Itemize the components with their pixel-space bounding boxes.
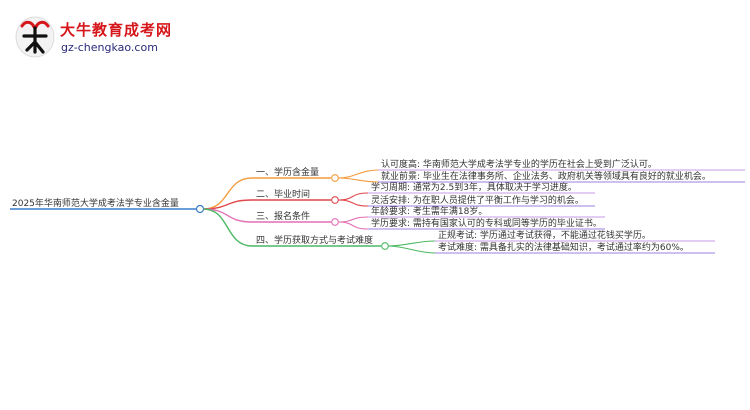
leaf-connector-2-2 bbox=[338, 199, 369, 207]
leaf-label-3-1: 年龄要求: 考生需年满18岁。 bbox=[371, 205, 487, 217]
root-node-label: 2025年华南师范大学成考法学专业含金量 bbox=[12, 197, 179, 209]
leaf-connector-1-1 bbox=[338, 169, 379, 179]
leaf-label-2-1: 学习周期: 通常为2.5到3年，具体取决于学习进度。 bbox=[371, 181, 577, 193]
leaf-connector-4-2 bbox=[388, 245, 436, 254]
branch-node-dot-1 bbox=[331, 174, 339, 182]
leaf-label-3-2: 学历要求: 需持有国家认可的专科或同等学历的毕业证书。 bbox=[371, 217, 602, 229]
logo: 大牛教育成考网 gz-chengkao.com bbox=[14, 14, 174, 60]
branch-label-4: 四、学历获取方式与考试难度 bbox=[256, 234, 373, 246]
leaf-label-4-1: 正规考试: 学历通过考试获得，不能通过花钱买学历。 bbox=[438, 229, 651, 241]
branch-label-3: 三、报名条件 bbox=[256, 210, 310, 222]
leaf-connector-4-1 bbox=[388, 240, 436, 247]
logo-title: 大牛教育成考网 bbox=[60, 21, 173, 39]
branch-node-dot-2 bbox=[331, 196, 339, 204]
leaf-label-2-2: 灵活安排: 为在职人员提供了平衡工作与学习的机会。 bbox=[371, 194, 584, 206]
leaf-connector-3-1 bbox=[338, 216, 369, 223]
leaf-connector-1-2 bbox=[338, 177, 379, 183]
logo-url: gz-chengkao.com bbox=[61, 41, 158, 54]
leaf-label-4-2: 考试难度: 需具备扎实的法律基础知识，考试通过率约为60%。 bbox=[438, 241, 689, 253]
branch-connector-3 bbox=[203, 208, 253, 223]
leaf-connector-2-1 bbox=[338, 192, 369, 201]
leaf-label-1-2: 就业前景: 毕业生在法律事务所、企业法务、政府机关等领域具有良好的就业机会。 bbox=[381, 170, 711, 182]
branch-label-1: 一、学历含金量 bbox=[256, 166, 319, 178]
branch-connector-4 bbox=[203, 208, 253, 247]
bull-logo-icon bbox=[15, 16, 55, 58]
mindmap-nodes: 2025年华南师范大学成考法学专业含金量 一、学历含金量 认可度高: 华南师范大… bbox=[12, 158, 711, 253]
leaf-connector-3-2 bbox=[338, 221, 369, 230]
branch-node-dot-4 bbox=[381, 242, 389, 250]
branch-label-2: 二、毕业时间 bbox=[256, 188, 310, 200]
leaf-label-1-1: 认可度高: 华南师范大学成考法学专业的学历在社会上受到广泛认可。 bbox=[381, 158, 657, 170]
mindmap-edges bbox=[10, 169, 745, 254]
root-node-dot bbox=[195, 204, 205, 214]
branch-node-dot-3 bbox=[331, 218, 339, 226]
